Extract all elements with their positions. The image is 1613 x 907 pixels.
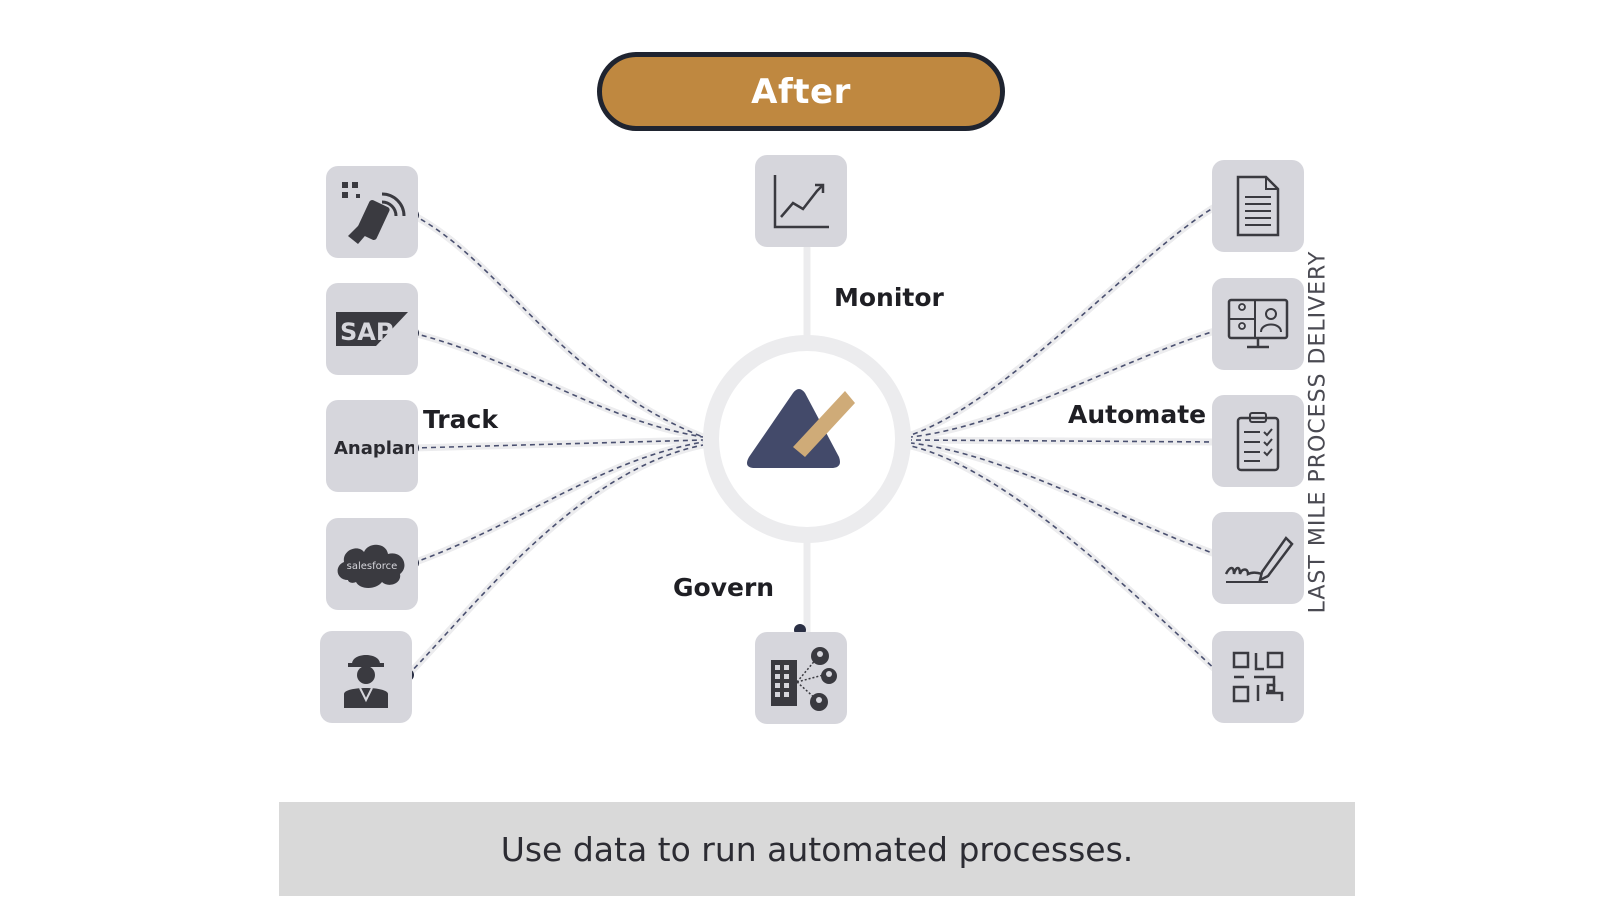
monitor-label: Monitor [834, 283, 944, 312]
anaplan-logo-text: Anaplan [334, 438, 414, 459]
after-pill: After [597, 52, 1005, 131]
track-label: Track [423, 405, 498, 434]
line-chart-icon [773, 175, 829, 229]
signature-icon [1224, 536, 1294, 583]
right-tile-qr [1212, 631, 1304, 723]
org-network-icon [771, 647, 837, 711]
right-tile-signature [1212, 512, 1304, 604]
qr-code-icon [1232, 651, 1284, 703]
right-tile-checklist [1212, 395, 1304, 487]
hub-center [719, 351, 895, 527]
govern-label: Govern [673, 573, 775, 602]
left-tile-sap: SAP [326, 283, 418, 375]
last-mile-vertical-label: LAST MILE PROCESS DELIVERY [1305, 250, 1331, 614]
left-tile-anaplan: Anaplan [326, 400, 418, 492]
sap-logo-text: SAP [340, 318, 393, 346]
left-tile-qr-tap [326, 166, 418, 258]
right-tile-video [1212, 278, 1304, 370]
monitor-tile [755, 155, 847, 247]
salesforce-logo: salesforce [337, 544, 405, 588]
video-conference-icon [1227, 298, 1289, 349]
left-tile-worker [320, 631, 412, 723]
anaplan-logo: Anaplan [334, 438, 414, 459]
brand-logo-icon [747, 389, 855, 468]
checklist-clipboard-icon [1236, 412, 1280, 472]
document-icon [1236, 175, 1280, 237]
qr-tap-phone-icon [342, 182, 406, 244]
salesforce-logo-text: salesforce [347, 561, 398, 572]
automate-label: Automate [1068, 400, 1207, 429]
field-worker-icon [344, 655, 388, 708]
caption-bar: Use data to run automated processes. [279, 802, 1355, 896]
after-title: After [751, 71, 851, 112]
sap-logo: SAP [336, 312, 408, 346]
caption-text: Use data to run automated processes. [500, 829, 1134, 869]
left-tile-salesforce: salesforce [326, 518, 418, 610]
right-tile-document [1212, 160, 1304, 252]
govern-tile [755, 632, 847, 724]
